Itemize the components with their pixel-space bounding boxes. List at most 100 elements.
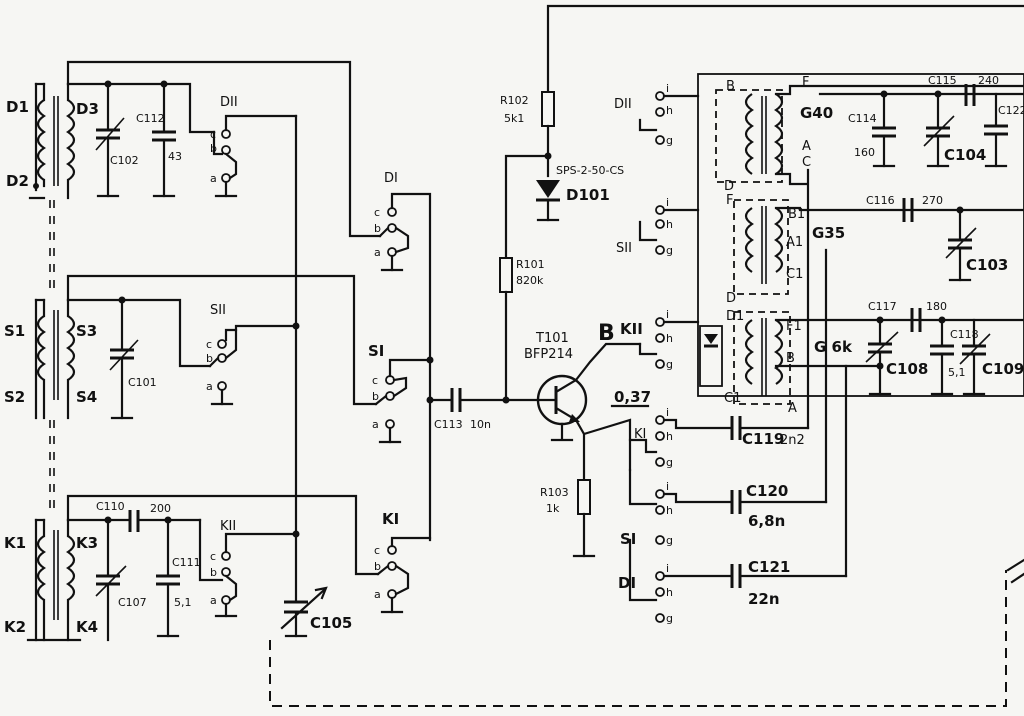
switch-k1-right: KI i h g	[628, 406, 732, 469]
svg-text:i: i	[666, 82, 669, 95]
coil-label-d1: D1	[6, 98, 29, 116]
label-emitter-voltage: 0,37	[614, 388, 651, 406]
switch-s2-right: SII i h g	[616, 196, 700, 257]
label-c111-value: 5,1	[174, 596, 192, 609]
capacitor-c107: C107	[95, 518, 147, 642]
svg-text:b: b	[210, 142, 217, 155]
partial-element-right-edge	[1006, 558, 1024, 584]
capacitor-c112: C112 43	[136, 82, 182, 198]
svg-text:g: g	[666, 134, 673, 147]
svg-text:c: c	[210, 550, 216, 563]
transformer-g6k: D1 F1 G 6k B A C1	[699, 309, 1024, 416]
label-g35: G35	[812, 224, 845, 242]
switch-label-d1: DI	[384, 171, 398, 186]
label-diode-part: SPS-2-50-CS	[556, 164, 624, 177]
wire-s-top-rail	[66, 274, 378, 406]
label-c122: C122	[998, 104, 1024, 117]
svg-text:a: a	[206, 380, 213, 393]
svg-text:c: c	[372, 374, 378, 387]
capacitor-c104: C104	[923, 92, 986, 168]
svg-text:g: g	[666, 456, 673, 469]
label-c105: C105	[310, 614, 352, 632]
svg-text:A: A	[788, 401, 797, 416]
capacitor-c116: C116 270	[866, 194, 943, 222]
svg-text:h: h	[666, 504, 673, 517]
svg-text:D: D	[726, 291, 736, 306]
label-c115-value: 240	[978, 74, 999, 87]
svg-text:h: h	[666, 332, 673, 345]
capacitor-c111: C111 5,1	[156, 518, 201, 638]
label-r103-value: 1k	[546, 502, 560, 515]
coil-label-s4: S4	[76, 388, 97, 406]
switch-s1-right: SI i h g	[620, 468, 732, 548]
coil-label-s1: S1	[4, 322, 25, 340]
wire-top-supply	[546, 4, 1024, 92]
switch-k1-middle: KI c b a	[374, 510, 432, 614]
svg-text:i: i	[666, 480, 669, 493]
switch-k2-left: KII c b a	[198, 518, 298, 618]
label-c116: C116	[866, 194, 895, 207]
svg-text:a: a	[374, 588, 381, 601]
coil-label-s3: S3	[76, 322, 97, 340]
label-c116-value: 270	[922, 194, 943, 207]
switch-label-d1-right: DI	[618, 574, 636, 592]
capacitor-c102: C102	[95, 82, 139, 198]
switch-label-k1: KI	[382, 510, 399, 528]
label-c119: C119	[742, 430, 784, 448]
label-g6k: G 6k	[814, 338, 853, 356]
label-c112-value: 43	[168, 150, 182, 163]
label-t101: T101	[535, 331, 569, 346]
svg-text:D1: D1	[726, 309, 744, 324]
svg-text:D: D	[724, 179, 734, 194]
label-c103: C103	[966, 256, 1008, 274]
svg-text:i: i	[666, 406, 669, 419]
label-r102-value: 5k1	[504, 112, 524, 125]
label-c117: C117	[868, 300, 897, 313]
coil-label-k2: K2	[4, 618, 26, 636]
coil-label-k4: K4	[76, 618, 98, 636]
wire-d-switch-feed	[66, 82, 216, 134]
capacitor-c103: C103	[945, 208, 1008, 282]
capacitor-c114: C114 160	[848, 92, 896, 168]
label-c113: C113	[434, 418, 463, 431]
capacitor-c121: C121 22n	[730, 558, 848, 608]
label-c114-value: 160	[854, 146, 875, 159]
label-d101: D101	[566, 186, 610, 204]
coil-label-d2: D2	[6, 172, 29, 190]
capacitor-c105: C105	[280, 586, 352, 638]
label-c118: C118	[950, 328, 979, 341]
svg-text:B: B	[726, 79, 735, 94]
svg-text:h: h	[666, 586, 673, 599]
label-c109: C109	[982, 360, 1024, 378]
capacitor-c113: C113 10n	[428, 388, 540, 431]
label-r103: R103	[540, 486, 569, 499]
label-c114: C114	[848, 112, 877, 125]
wire-k-top-rail	[66, 494, 380, 576]
switch-d1-middle: DI c b a	[374, 171, 432, 542]
s-band-coil-assembly: S1 S2 S3 S4	[4, 298, 97, 420]
svg-text:g: g	[666, 612, 673, 625]
capacitor-c119: C119 2n2	[730, 416, 810, 448]
transformer-g40: B F G40 A C D	[715, 75, 1024, 194]
label-c112: C112	[136, 112, 165, 125]
transformer-g35: F B1 G35 A1 C1 D	[726, 193, 1024, 306]
mechanical-link-dashed	[269, 570, 1007, 707]
capacitor-c110: C110 200	[96, 500, 202, 532]
label-r101: R101	[516, 258, 545, 271]
label-t101-type: BFP214	[524, 347, 573, 362]
label-b-marker: B	[598, 321, 615, 346]
svg-text:i: i	[666, 196, 669, 209]
svg-text:i: i	[666, 308, 669, 321]
coil-label-d3: D3	[76, 100, 99, 118]
transistor-t101: T101 BFP214 B 0,37	[524, 321, 651, 472]
svg-text:F: F	[802, 75, 809, 90]
coil-label-k3: K3	[76, 534, 98, 552]
svg-text:b: b	[372, 390, 379, 403]
transformer-frame	[697, 73, 1024, 397]
label-c118-value: 5,1	[948, 366, 966, 379]
svg-text:h: h	[666, 104, 673, 117]
svg-text:c: c	[374, 544, 380, 557]
switch-label-d2: DII	[220, 95, 238, 110]
svg-text:c: c	[210, 128, 216, 141]
